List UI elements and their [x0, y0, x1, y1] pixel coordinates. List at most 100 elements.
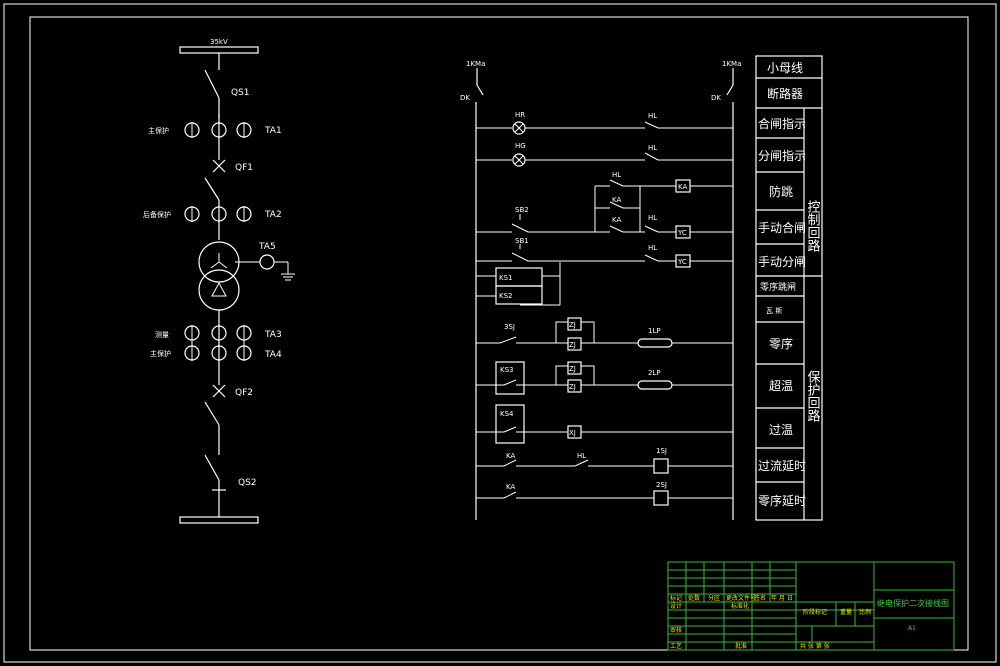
legend-close-indication: 合闸指示: [758, 116, 806, 131]
legend-overtemp-high: 超温: [769, 378, 793, 393]
tb-review: 审核: [670, 626, 682, 634]
title-block: 标记 处数 分区 更改文件号 签名 年 月 日 设计 标准化 阶段标记 重量 比…: [667, 561, 955, 651]
ks3-label: KS3: [500, 366, 514, 374]
right-bus-label: 1KMa: [722, 60, 741, 68]
main-protection-label: 主保护: [148, 126, 169, 135]
sj2-label: 2SJ: [656, 481, 667, 489]
right-dk-label: DK: [711, 94, 721, 102]
ta2-label: TA2: [264, 210, 282, 220]
ka-coil-label: KA: [678, 183, 687, 191]
yc-label-1: YC: [677, 229, 687, 237]
sb1-button: [511, 252, 529, 262]
tb-approve: 批准: [735, 642, 747, 650]
sj2-timer-coil: [653, 490, 669, 506]
zj-relay-1: [567, 317, 582, 331]
lp1-plate: [637, 338, 673, 348]
legend-zero-seq-trip: 零序跳闸: [760, 281, 796, 293]
legend-overcurrent-delay: 过流延时: [758, 459, 806, 473]
lp1-label: 1LP: [648, 327, 661, 335]
sb2-label: SB2: [515, 206, 529, 214]
tb-sheets: 共 张 第 张: [800, 642, 830, 650]
zj-relay-4: [567, 379, 582, 393]
qf2-label: QF2: [235, 388, 253, 398]
ks2-relay: [495, 285, 543, 305]
primary-single-line-diagram: 35kV QS1 主保护 TA1 QF1 后备保护 TA2: [143, 38, 295, 524]
tb-design: 设计: [670, 602, 682, 610]
ta5-ct: [259, 254, 275, 270]
ks2-label: KS2: [499, 292, 513, 300]
lp2-plate: [637, 380, 673, 390]
tb-standardization: 标准化: [731, 602, 749, 610]
ka-contact-label-3: KA: [506, 452, 515, 460]
legend-manual-open: 手动分闸: [758, 255, 806, 269]
ka-contact-label-2: KA: [612, 216, 621, 224]
hl-label-5: HL: [648, 244, 657, 252]
xj-label: XJ: [569, 429, 576, 437]
tb-zone: 分区: [708, 594, 720, 602]
tb-drawing-title: 继电保护二次接线图: [877, 598, 949, 608]
hl-label-1: HL: [648, 112, 657, 120]
left-dk-label: DK: [460, 94, 470, 102]
function-legend-table: 小母线 断路器 合闸指示 分闸指示 防跳 手动合闸 手动分闸 零序跳闸 瓦 斯 …: [755, 55, 823, 521]
zj-label-4: ZJ: [569, 383, 576, 391]
ta5-label: TA5: [258, 242, 276, 252]
secondary-circuit: 1KMa 1KMa DK DK HR HL HG HL HL KA: [460, 60, 741, 520]
zj-relay-2: [567, 337, 582, 351]
backup-protection-label: 后备保护: [143, 210, 171, 219]
right-dk-switch: [726, 84, 734, 96]
legend-overtemp: 过温: [769, 423, 793, 437]
legend-open-indication: 分闸指示: [758, 148, 806, 163]
inner-frame: [29, 16, 969, 651]
ka-contact-label-1: KA: [612, 196, 621, 204]
ks1-label: KS1: [499, 274, 513, 282]
sj1-label: 1SJ: [656, 447, 667, 455]
legend-breaker: 断路器: [767, 86, 803, 101]
qs2-label: QS2: [238, 478, 257, 488]
ta2-ct-main: [211, 206, 227, 222]
tb-mark: 标记: [670, 594, 682, 602]
sb2-button: [511, 223, 529, 233]
legend-anti-jump: 防跳: [769, 184, 793, 199]
sj3-contact: [499, 336, 517, 344]
zj-label-2: ZJ: [569, 341, 576, 349]
qf2-cross-b: [212, 384, 226, 398]
ta3-label: TA3: [264, 330, 282, 340]
sb1-label: SB1: [515, 237, 529, 245]
zj-relay-3: [567, 361, 582, 375]
tb-scale: 比例: [859, 608, 871, 616]
ta4-label: TA4: [264, 350, 282, 360]
yc-label-2: YC: [677, 258, 687, 266]
qs2-blade: [204, 454, 220, 481]
tb-count: 处数: [688, 594, 700, 602]
transformer-secondary-winding: [198, 269, 240, 311]
tb-weight: 重量: [840, 608, 852, 616]
qs1-label: QS1: [231, 88, 250, 98]
legend-zero-seq-delay: 零序延时: [758, 493, 806, 508]
legend-control-circuit: 控制回路: [805, 200, 821, 252]
legend-small-bus: 小母线: [767, 61, 803, 75]
ks3-relay: [495, 361, 525, 395]
top-busbar-label: 35kV: [210, 38, 228, 46]
hl-label-3: HL: [612, 171, 621, 179]
hg-label: HG: [515, 142, 526, 150]
tb-stage-mark: 阶段标记: [803, 608, 827, 616]
qf1-cross-b: [212, 159, 226, 173]
ks4-label: KS4: [500, 410, 514, 418]
lp2-label: 2LP: [648, 369, 661, 377]
hl-label-2: HL: [648, 144, 657, 152]
legend-zero-seq: 零序: [769, 336, 793, 351]
hl-label-4: HL: [648, 214, 657, 222]
ka-contact-label-4: KA: [506, 483, 515, 491]
sj3-label: 3SJ: [504, 323, 515, 331]
legend-protection-circuit: 保护回路: [805, 370, 821, 422]
top-busbar: [179, 46, 259, 54]
sj1-timer-coil: [653, 458, 669, 474]
left-bus-label: 1KMa: [466, 60, 485, 68]
tb-process: 工艺: [670, 642, 682, 650]
outer-frame: [3, 3, 997, 663]
left-dk-switch: [476, 84, 484, 96]
measurement-label: 测量: [155, 331, 169, 339]
hr-label: HR: [515, 111, 525, 119]
tb-sheet-size: A1: [908, 625, 916, 632]
